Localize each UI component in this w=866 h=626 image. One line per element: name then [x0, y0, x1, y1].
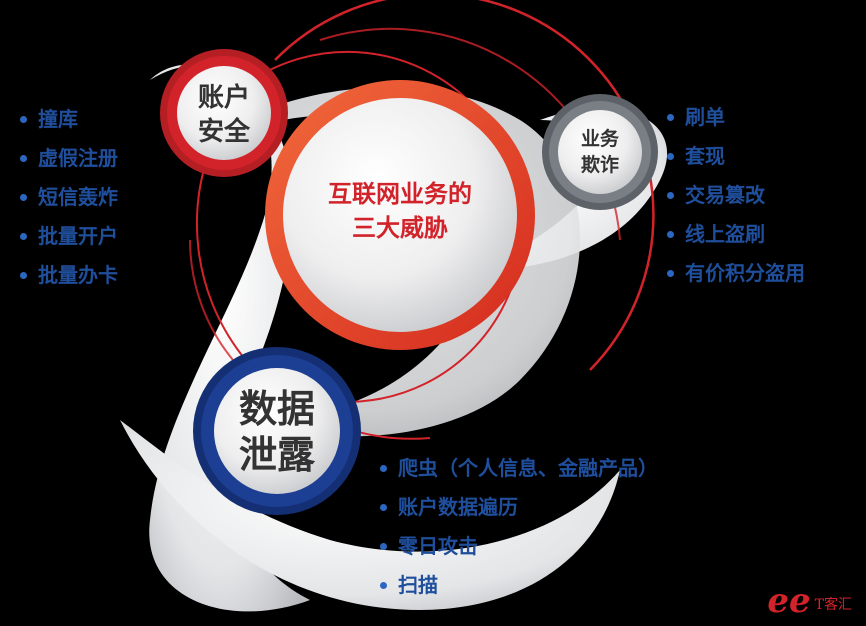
data-leak-title-line1: 数据: [238, 387, 315, 431]
account-security-title-line1: 账户: [197, 83, 250, 113]
list-item-label: 短信轰炸: [38, 185, 118, 209]
list-item-label: 有价积分盗用: [685, 261, 805, 285]
dot-icon: [667, 231, 674, 238]
list-item: 虚假注册: [20, 139, 118, 178]
dot-icon: [380, 504, 387, 511]
account-security-ball: [177, 66, 271, 160]
list-item: 线上盗刷: [667, 215, 805, 254]
list-item-label: 批量开户: [38, 224, 118, 248]
dot-icon: [380, 543, 387, 550]
center-ball: [283, 98, 517, 332]
dot-icon: [20, 116, 27, 123]
list-item: 短信轰炸: [20, 178, 118, 217]
list-item: 扫描: [380, 566, 658, 605]
list-item: 套现: [667, 137, 805, 176]
data-leak-ball: [214, 368, 340, 494]
list-item: 撞库: [20, 100, 118, 139]
dot-icon: [380, 582, 387, 589]
dot-icon: [20, 233, 27, 240]
center-title-line2: 三大威胁: [352, 214, 448, 242]
list-item: 批量办卡: [20, 256, 118, 295]
business-fraud-ball: [558, 110, 642, 194]
dot-icon: [20, 155, 27, 162]
dot-icon: [380, 465, 387, 472]
list-item-label: 刷单: [685, 105, 725, 129]
list-item-label: 批量办卡: [38, 263, 118, 287]
dot-icon: [667, 192, 674, 199]
center-title: 互联网业务的 三大威胁: [300, 177, 500, 245]
swirl-petal-bottom: [120, 420, 620, 610]
data-leak-title-line2: 泄露: [238, 433, 315, 477]
list-item-label: 扫描: [398, 573, 438, 597]
data-leak-list: 爬虫（个人信息、金融产品） 账户数据遍历 零日攻击 扫描: [380, 449, 658, 605]
logo-word: T客汇: [814, 597, 852, 613]
business-fraud-title-line1: 业务: [580, 128, 619, 150]
list-item: 账户数据遍历: [380, 488, 658, 527]
list-item-label: 虚假注册: [38, 146, 118, 170]
list-item-label: 账户数据遍历: [398, 495, 518, 519]
list-item: 零日攻击: [380, 527, 658, 566]
list-item: 爬虫（个人信息、金融产品）: [380, 449, 658, 488]
data-leak-title: 数据 泄露: [222, 386, 332, 478]
dot-icon: [20, 272, 27, 279]
logo: ee T客汇: [767, 584, 852, 618]
list-item: 有价积分盗用: [667, 254, 805, 293]
list-item: 刷单: [667, 98, 805, 137]
logo-mark: ee: [767, 581, 811, 621]
list-item: 批量开户: [20, 217, 118, 256]
list-item-label: 交易篡改: [685, 183, 765, 207]
dot-icon: [20, 194, 27, 201]
list-item: 交易篡改: [667, 176, 805, 215]
list-item-label: 线上盗刷: [685, 222, 765, 246]
list-item-label: 撞库: [38, 107, 78, 131]
dot-icon: [667, 153, 674, 160]
list-item-label: 零日攻击: [398, 534, 478, 558]
list-item-label: 爬虫（个人信息、金融产品）: [398, 456, 658, 480]
dot-icon: [667, 270, 674, 277]
dot-icon: [667, 114, 674, 121]
business-fraud-list: 刷单 套现 交易篡改 线上盗刷 有价积分盗用: [667, 98, 805, 293]
account-security-title-line2: 安全: [197, 117, 250, 147]
list-item-label: 套现: [685, 144, 725, 168]
business-fraud-title-line2: 欺诈: [580, 154, 619, 176]
account-security-title: 账户 安全: [184, 81, 264, 149]
account-security-list: 撞库 虚假注册 短信轰炸 批量开户 批量办卡: [20, 100, 118, 295]
business-fraud-title: 业务 欺诈: [565, 126, 635, 178]
center-title-line1: 互联网业务的: [328, 180, 472, 208]
